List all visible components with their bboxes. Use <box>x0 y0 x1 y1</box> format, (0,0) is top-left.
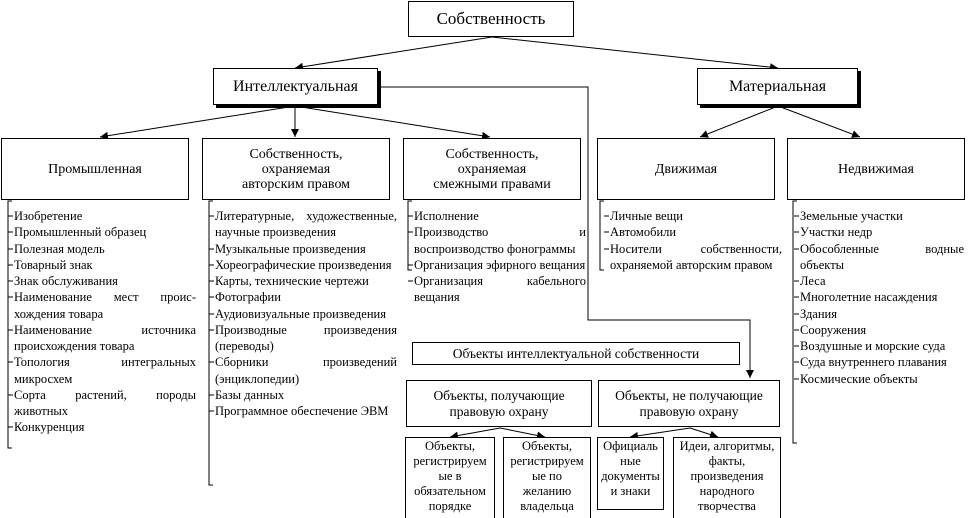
node-unprotected: Объекты, не получающие правовую охрану <box>598 380 780 427</box>
list-item: Организация кабельного вещания <box>414 274 586 305</box>
bracket-industrial <box>7 200 12 449</box>
node-industrial: Промышленная <box>1 138 189 200</box>
list-item: Носители собственности, охраняемой автор… <box>610 241 782 272</box>
node-protected: Объекты, получающие правовую охрану <box>406 380 592 427</box>
arrow-root-material <box>491 36 779 72</box>
list-ticks <box>8 215 799 428</box>
list-item: Аудиовизуальные произведения <box>215 306 386 321</box>
arrow-material-immovable <box>777 105 861 138</box>
list-item: Производные произведения (переводы) <box>215 322 397 353</box>
list-item: Литературные, художественные, научные пр… <box>215 209 397 240</box>
list-item: Программное обеспечение ЭВМ <box>215 404 389 418</box>
node-mandatory: Объекты, регистрируем ые в обязательном … <box>405 437 495 518</box>
arrow-intellectual-unprotected <box>378 86 754 378</box>
bracket-immovable <box>792 200 797 444</box>
node-material: Материальная <box>697 68 858 105</box>
node-ideas-label: Идеи, алгоритмы, факты, произведения нар… <box>679 439 775 513</box>
node-ip-objects-label: Объекты интеллектуальной собственности <box>452 345 700 361</box>
list-item: Производство и воспроизводство фонограмм… <box>414 225 586 256</box>
list-item: Промышленный образец <box>14 225 147 240</box>
node-root-label: Собственность <box>436 9 546 28</box>
list-item: Сооружения <box>800 322 867 337</box>
list-copyright: Литературные, художественные, научные пр… <box>215 208 397 419</box>
list-item: Знак обслуживания <box>14 274 118 288</box>
node-protected-label: Объекты, получающие правовую охрану <box>433 387 565 419</box>
list-item: Музыкальные произведения <box>215 241 366 256</box>
node-mandatory-label: Объекты, регистрируем ые в обязательном … <box>413 439 487 513</box>
node-ideas: Идеи, алгоритмы, факты, произведения нар… <box>673 437 781 518</box>
list-item: Товарный знак <box>14 257 93 272</box>
list-item: Хореографические произведения <box>215 257 392 272</box>
node-immovable-label: Недвижимая <box>838 161 914 177</box>
arrow-intellectual-related <box>294 105 491 140</box>
list-item: Здания <box>800 306 837 321</box>
list-item: Обособленные водные объекты <box>800 241 964 272</box>
list-item: Фотографии <box>215 290 281 305</box>
list-item: Организация эфирного вещания <box>414 257 586 272</box>
node-voluntary-label: Объекты, регистрируем ые по желанию влад… <box>510 439 584 513</box>
node-intellectual: Интеллектуальная <box>213 68 378 105</box>
node-material-label: Материальная <box>728 77 827 95</box>
list-item: Полезная модель <box>14 241 105 256</box>
node-movable-label: Движимая <box>654 161 718 177</box>
list-item: Базы данных <box>215 387 285 402</box>
list-item: Леса <box>800 274 826 288</box>
list-item: Топология интегральных микросхем <box>14 355 196 386</box>
node-official-label: Официаль ные документы и знаки <box>601 439 660 498</box>
node-ip-objects: Объекты интеллектуальной собственности <box>412 342 740 365</box>
arrow-protected-mandatory <box>449 427 501 440</box>
list-item: Автомобили <box>610 225 677 240</box>
node-voluntary: Объекты, регистрируем ые по желанию влад… <box>503 437 591 518</box>
arrow-intellectual-industrial <box>99 105 296 140</box>
list-item: Участки недр <box>800 225 873 240</box>
node-copyright-label: Собственность, охраняемая авторским прав… <box>241 146 351 192</box>
node-intellectual-label: Интеллектуальная <box>233 77 358 95</box>
node-copyright: Собственность, охраняемая авторским прав… <box>202 138 390 200</box>
list-item: Сорта растений, породы животных <box>14 387 196 418</box>
node-official: Официаль ные документы и знаки <box>597 437 664 510</box>
arrow-protected-voluntary <box>499 427 546 440</box>
list-item: Конкуренция <box>14 420 85 435</box>
list-item: Земельные участки <box>800 209 903 223</box>
list-item: Суда внутреннего плавания <box>800 355 947 370</box>
arrow-root-intellectual <box>294 36 493 71</box>
bracket-movable <box>599 200 604 271</box>
node-related-label: Собственность, охраняемая смежными права… <box>433 146 551 192</box>
list-item: Воздушные и морские суда <box>800 339 946 353</box>
list-item: Многолетние насаждения <box>800 290 938 305</box>
node-immovable: Недвижимая <box>787 138 965 200</box>
bracket-copyright <box>208 200 213 486</box>
node-related: Собственность, охраняемая смежными права… <box>403 138 581 200</box>
node-movable: Движимая <box>597 138 775 200</box>
list-item: Изобретение <box>14 209 83 223</box>
arrow-material-movable <box>699 105 779 138</box>
node-unprotected-label: Объекты, не получающие правовую охрану <box>615 387 763 419</box>
node-industrial-label: Промышленная <box>48 161 142 177</box>
list-item: Наименование источника происхождения тов… <box>14 322 196 353</box>
list-item: Космические объекты <box>800 371 918 386</box>
bracket-related <box>407 200 412 271</box>
arrow-unprotected-official <box>629 427 691 440</box>
list-item: Карты, технические чертежи <box>215 274 369 288</box>
node-root: Собственность <box>408 1 574 37</box>
arrow-unprotected-ideas <box>689 427 719 439</box>
list-item: Личные вещи <box>610 209 683 223</box>
list-item: Наименование мест проис-хождения товара <box>14 290 196 321</box>
list-item: Исполнение <box>414 209 479 223</box>
list-item: Сборники произведений (энциклопедии) <box>215 355 397 386</box>
